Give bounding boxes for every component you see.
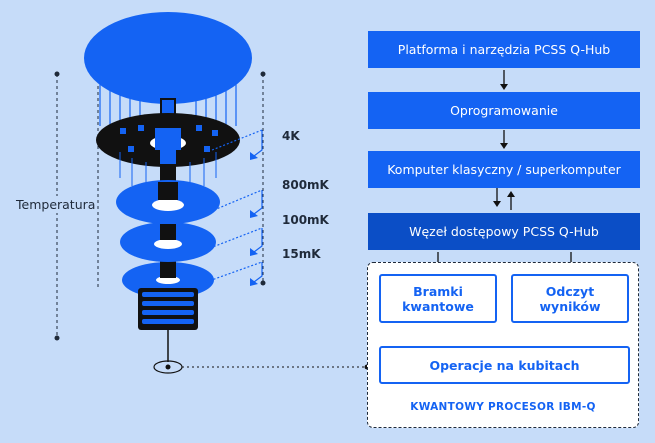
chip-target bbox=[153, 360, 370, 374]
qubit-operations-box: Operacje na kubitach bbox=[379, 346, 630, 384]
quantum-gates-line1: Bramki bbox=[413, 283, 463, 299]
stage-markers bbox=[205, 129, 263, 283]
processor-title: KWANTOWY PROCESOR IBM-Q bbox=[410, 401, 596, 413]
platform-box: Platforma i narzędzia PCSS Q-Hub bbox=[368, 31, 640, 68]
stage-label-800mk: 800mK bbox=[282, 178, 329, 192]
top-plate bbox=[84, 12, 252, 104]
right-guide-line bbox=[260, 71, 266, 286]
temperature-label: Temperatura bbox=[14, 196, 98, 213]
software-box: Oprogramowanie bbox=[368, 92, 640, 129]
stage-label-15mk: 15mK bbox=[282, 247, 321, 261]
stage-label-100mk: 100mK bbox=[282, 213, 329, 227]
quantum-gates-line2: kwantowe bbox=[402, 298, 474, 314]
readout-line2: wyników bbox=[539, 298, 601, 314]
quantum-gates-box: Bramki kwantowe bbox=[379, 274, 497, 323]
mixing-chamber-coils bbox=[138, 288, 198, 362]
access-node-box: Węzeł dostępowy PCSS Q-Hub bbox=[368, 213, 640, 250]
classical-computer-box: Komputer klasyczny / superkomputer bbox=[368, 151, 640, 188]
readout-line1: Odczyt bbox=[545, 283, 595, 299]
readout-box: Odczyt wyników bbox=[511, 274, 629, 323]
stage-label-4k: 4K bbox=[282, 129, 300, 143]
